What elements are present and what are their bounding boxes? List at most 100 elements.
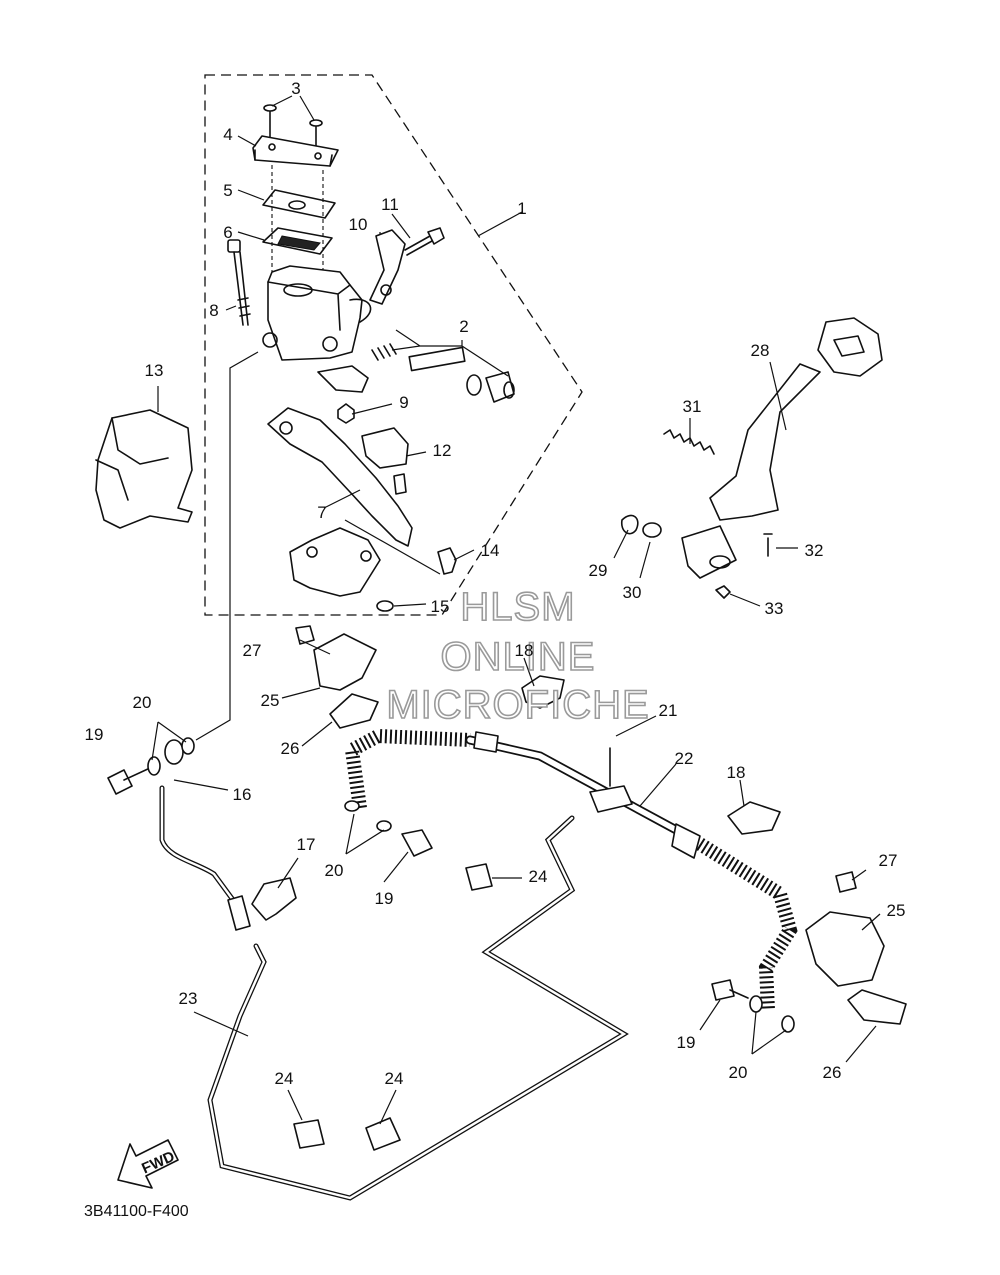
assembly-boundary <box>204 74 583 616</box>
clip-part-24-c <box>365 1117 401 1151</box>
banjo-bolts <box>107 737 795 1033</box>
callout-20-b: 20 <box>325 861 344 880</box>
callout-8: 8 <box>209 301 218 320</box>
pivot-bolt-part-8 <box>227 239 251 326</box>
callout-23: 23 <box>179 989 198 1008</box>
callout-26-a: 26 <box>281 739 300 758</box>
callout-2: 2 <box>459 317 468 336</box>
callout-29: 29 <box>589 561 608 580</box>
clip-part-24-a <box>465 863 493 891</box>
callout-26-b: 26 <box>823 1063 842 1082</box>
fwd-arrow: FWD <box>117 1139 179 1189</box>
callout-30: 30 <box>623 583 642 602</box>
brake-hose-part-22 <box>344 728 471 809</box>
banjo-bolt-19-b <box>401 829 433 857</box>
diaphragm-plate-part-5 <box>262 189 336 219</box>
callout-31: 31 <box>683 397 702 416</box>
callout-7: 7 <box>317 503 326 522</box>
watermark-line-2: ONLINE <box>441 635 596 679</box>
reservoir-cap-part-4 <box>252 135 339 167</box>
hose-routing-leader <box>195 351 259 741</box>
callout-11: 11 <box>381 195 399 214</box>
clamp-part-18-b <box>727 801 781 835</box>
nut-part-9 <box>337 403 355 424</box>
clamp-part-17 <box>251 877 297 921</box>
diagram-code: 3B41100-F400 <box>84 1203 189 1220</box>
callout-25-b: 25 <box>887 901 906 920</box>
brake-pedal-part-28 <box>681 317 883 579</box>
watermark-line-1: HLSM <box>460 585 575 629</box>
brake-pipe-part-23 <box>207 815 629 1201</box>
master-cylinder-body <box>267 265 363 361</box>
callout-32: 32 <box>805 541 824 560</box>
fwd-arrow-icon <box>117 1139 179 1189</box>
nut-part-33 <box>715 585 731 599</box>
callout-15: 15 <box>431 597 450 616</box>
callout-1: 1 <box>517 199 526 218</box>
callout-28: 28 <box>751 341 770 360</box>
master-cylinder-group <box>227 104 515 612</box>
bolt-part-27-a <box>295 625 315 645</box>
lever-holder <box>289 527 381 597</box>
callout-24-b: 24 <box>275 1069 294 1088</box>
callout-13: 13 <box>145 361 164 380</box>
guide-part-25-b <box>805 911 885 987</box>
bolt-part-27-b <box>835 871 857 893</box>
callout-12: 12 <box>433 441 452 460</box>
callout-20-c: 20 <box>729 1063 748 1082</box>
bolt-part-32 <box>763 533 773 557</box>
three-way-joint <box>589 785 633 813</box>
callout-18-b: 18 <box>727 763 746 782</box>
callout-24-c: 24 <box>385 1069 404 1088</box>
return-spring-part-31 <box>663 429 715 455</box>
callout-10: 10 <box>349 215 368 234</box>
banjo-bolt-part-19 <box>107 769 133 795</box>
callout-numbers: 3 4 5 6 1 11 10 8 2 13 9 12 7 14 15 27 1… <box>85 79 906 1088</box>
callout-22: 22 <box>675 749 694 768</box>
hand-guard-part-13 <box>95 409 193 529</box>
brake-hose-part-16 <box>159 785 239 907</box>
callout-24-a: 24 <box>529 867 548 886</box>
washer-part-30 <box>642 522 662 538</box>
callout-6: 6 <box>223 223 232 242</box>
guide-part-25-a <box>313 633 377 691</box>
callout-19-b: 19 <box>375 889 394 908</box>
bolt-part-11 <box>404 227 445 256</box>
banjo-bolt-19-c <box>711 979 735 1001</box>
callout-33: 33 <box>765 599 784 618</box>
plate-part-26-a <box>329 693 379 729</box>
callout-3: 3 <box>291 79 300 98</box>
callout-4: 4 <box>223 125 232 144</box>
hose-guides <box>295 625 907 1025</box>
clamp-part-18-a <box>521 675 565 709</box>
callout-17: 17 <box>297 835 316 854</box>
callout-16: 16 <box>233 785 252 804</box>
washer-part-15 <box>376 600 394 612</box>
brake-lever-part-7 <box>267 407 413 547</box>
clamps <box>251 675 781 1151</box>
callout-27-a: 27 <box>243 641 262 660</box>
callout-21: 21 <box>659 701 678 720</box>
brake-hoses <box>159 728 798 1201</box>
callout-25-a: 25 <box>261 691 280 710</box>
clip-part-24-b <box>293 1119 325 1149</box>
brake-switch-part-12 <box>361 427 409 469</box>
callout-19-a: 19 <box>85 725 104 744</box>
callout-18-a: 18 <box>515 641 534 660</box>
watermark: HLSM ONLINE MICROFICHE <box>386 584 650 728</box>
pin-part-14 <box>437 547 457 575</box>
callout-20-a: 20 <box>133 693 152 712</box>
plate-part-26-b <box>847 989 907 1025</box>
callout-19-c: 19 <box>677 1033 696 1052</box>
bracket-part-10 <box>369 229 406 305</box>
callout-14: 14 <box>481 541 500 560</box>
callout-27-b: 27 <box>879 851 898 870</box>
piston-kit-part-2 <box>371 343 515 403</box>
callout-9: 9 <box>399 393 408 412</box>
watermark-line-3: MICROFICHE <box>386 683 649 727</box>
callout-5: 5 <box>223 181 232 200</box>
callout-leaders <box>151 95 881 1125</box>
circlip-part-29 <box>620 514 639 535</box>
